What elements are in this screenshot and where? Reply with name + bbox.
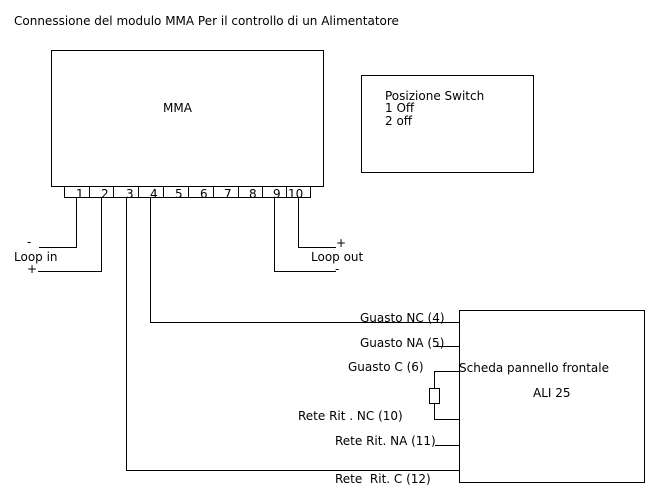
resistor-icon <box>429 388 440 404</box>
switch-position-title: Posizione Switch <box>385 89 484 103</box>
wire-resistor-to-rete-rit-nc <box>434 404 459 420</box>
ali-board-label: Scheda pannello frontale <box>459 361 609 375</box>
terminal-strip: 1 2 3 4 5 6 7 8 9 10 <box>64 186 311 201</box>
label-rete-rit-na: Rete Rit. NA (11) <box>335 434 436 448</box>
switch-1-position: 1 Off <box>385 101 415 115</box>
ali-board-box <box>459 310 645 483</box>
switch-2-position: 2 off <box>385 114 413 128</box>
label-rete-rit-nc: Rete Rit . NC (10) <box>298 409 403 423</box>
mma-module-box <box>51 50 324 187</box>
loop-in-minus-sign: - <box>27 235 31 249</box>
mma-label: MMA <box>163 101 193 115</box>
terminal-label-7: 7 <box>224 187 232 201</box>
terminal-label-10: 10 <box>288 187 303 201</box>
terminal-strip-frame <box>64 186 311 198</box>
wire-terminal-1-loop-in-minus <box>39 198 77 248</box>
wire-terminal-9-loop-out-minus <box>274 198 336 272</box>
wire-terminal-4-guasto-nc <box>150 198 459 323</box>
terminal-label-3: 3 <box>126 187 134 201</box>
wire-terminal-2-loop-in-plus <box>38 198 102 272</box>
label-guasto-c: Guasto C (6) <box>348 360 424 374</box>
label-rete-rit-c: Rete Rit. C (12) <box>335 472 431 486</box>
terminal-label-9: 9 <box>273 187 281 201</box>
loop-out-minus-sign: - <box>335 262 339 276</box>
label-guasto-na: Guasto NA (5) <box>360 336 444 350</box>
wire-guasto-c-to-resistor <box>434 371 459 388</box>
terminal-label-5: 5 <box>175 187 183 201</box>
diagram-title: Connessione del modulo MMA Per il contro… <box>14 14 399 28</box>
loop-in-plus-sign: + <box>27 262 37 276</box>
loop-out-label: Loop out <box>311 250 364 264</box>
wire-terminal-3-rete-rit-c <box>126 198 459 471</box>
terminal-label-2: 2 <box>101 187 109 201</box>
terminal-label-6: 6 <box>200 187 208 201</box>
loop-in-label: Loop in <box>14 250 58 264</box>
terminal-label-1: 1 <box>76 187 84 201</box>
loop-out-plus-sign: + <box>336 236 346 250</box>
ali-board-model: ALI 25 <box>533 386 571 400</box>
label-guasto-nc: Guasto NC (4) <box>360 311 445 325</box>
wire-terminal-10-loop-out-plus <box>298 198 336 248</box>
terminal-label-4: 4 <box>150 187 158 201</box>
terminal-label-8: 8 <box>249 187 257 201</box>
switch-position-box <box>361 75 534 173</box>
